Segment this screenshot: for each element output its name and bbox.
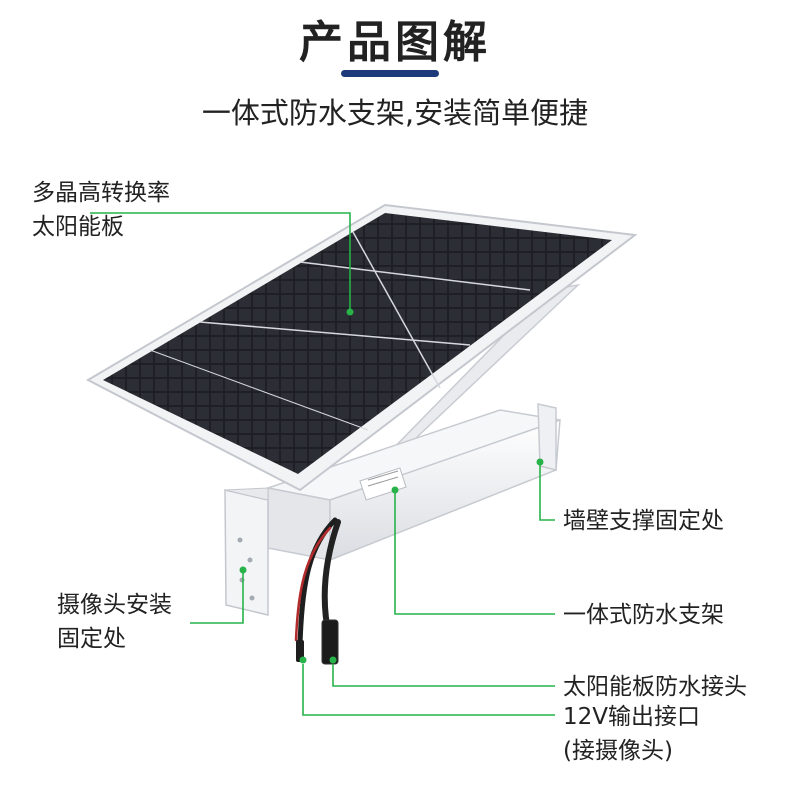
page-subtitle: 一体式防水支架,安装简单便捷 bbox=[201, 96, 589, 130]
bracket-label: 一体式防水支架 bbox=[563, 602, 724, 628]
camera-mount-label-line2: 固定处 bbox=[57, 626, 126, 652]
wall-mount-label: 墙壁支撑固定处 bbox=[563, 508, 724, 534]
solar-panel-label-line2: 太阳能板 bbox=[32, 214, 124, 240]
cables bbox=[294, 517, 341, 665]
camera-mount-plate bbox=[224, 487, 269, 616]
panel-connector-label: 太阳能板防水接头 bbox=[563, 674, 747, 700]
output-port-label: 12V输出接口 (接摄像头) bbox=[563, 700, 700, 768]
callout-lines bbox=[90, 212, 555, 716]
solar-panel-label: 多晶高转换率 太阳能板 bbox=[32, 176, 170, 244]
output-port-label-line1: 12V输出接口 bbox=[563, 704, 701, 730]
output-port-label-line2: (接摄像头) bbox=[563, 738, 673, 764]
solar-panel-label-line1: 多晶高转换率 bbox=[32, 180, 170, 206]
page-title: 产品图解 bbox=[299, 17, 491, 68]
solar-panel bbox=[85, 203, 638, 492]
wall-mount-plate bbox=[537, 403, 557, 471]
title-underline bbox=[341, 70, 439, 77]
camera-mount-label: 摄像头安装 固定处 bbox=[57, 588, 172, 656]
camera-mount-label-line1: 摄像头安装 bbox=[57, 592, 172, 618]
callout-dots bbox=[239, 308, 544, 664]
